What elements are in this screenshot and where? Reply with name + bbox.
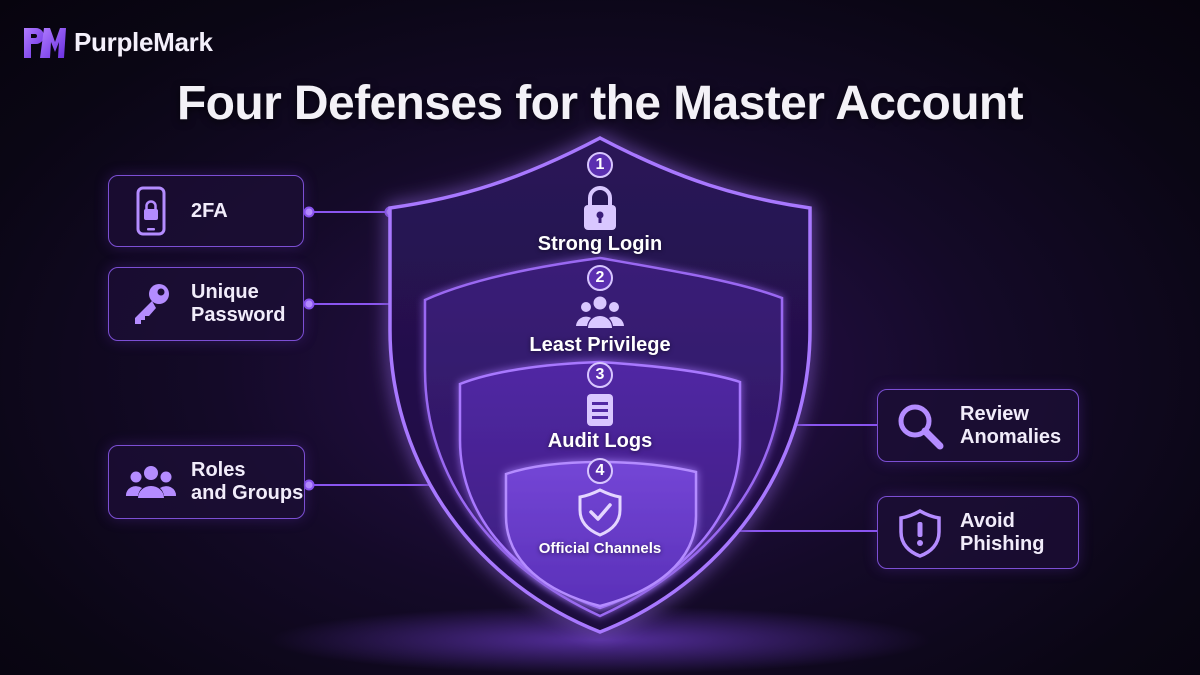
floor-glow (270, 606, 930, 674)
layer-3-number: 3 (587, 362, 613, 388)
page-title: Four Defenses for the Master Account (176, 77, 1024, 130)
key-icon (135, 284, 169, 324)
brand: PurpleMark (22, 24, 213, 60)
layer-2-number: 2 (587, 265, 613, 291)
phone-lock-icon (136, 186, 166, 236)
connector-dot (303, 206, 315, 218)
connector-dot (303, 298, 315, 310)
layer-1-number: 1 (587, 152, 613, 178)
shield-alert-icon (899, 508, 941, 558)
layer-4-number: 4 (587, 458, 613, 484)
people-group-icon (576, 296, 624, 328)
magnifier-icon (898, 404, 944, 449)
padlock-icon (584, 186, 616, 230)
card-unique-password-label: Unique Password (191, 281, 286, 326)
document-lines-icon (587, 394, 613, 426)
card-roles-groups-label: Roles and Groups (191, 459, 304, 504)
people-group-icon (125, 466, 177, 498)
card-review-anomalies-label: Review Anomalies (960, 402, 1062, 448)
layer-2-title: Least Privilege (529, 334, 671, 356)
card-unique-password: Unique Password (108, 267, 304, 341)
card-avoid-phishing-label: Avoid Phishing (960, 509, 1045, 555)
card-roles-groups: Roles and Groups (108, 445, 305, 519)
purplemark-logo-icon (24, 28, 66, 58)
card-2fa-label: 2FA (191, 199, 228, 222)
connector-dot (303, 479, 315, 491)
layer-3-title: Audit Logs (547, 430, 653, 452)
brand-name: PurpleMark (74, 26, 213, 57)
card-review-anomalies: Review Anomalies (877, 389, 1079, 462)
card-avoid-phishing: Avoid Phishing (877, 496, 1079, 569)
shield-check-icon (578, 488, 622, 537)
card-2fa: 2FA (108, 175, 304, 247)
layer-4-title: Official Channels (538, 540, 662, 557)
layer-1-title: Strong Login (537, 233, 663, 255)
